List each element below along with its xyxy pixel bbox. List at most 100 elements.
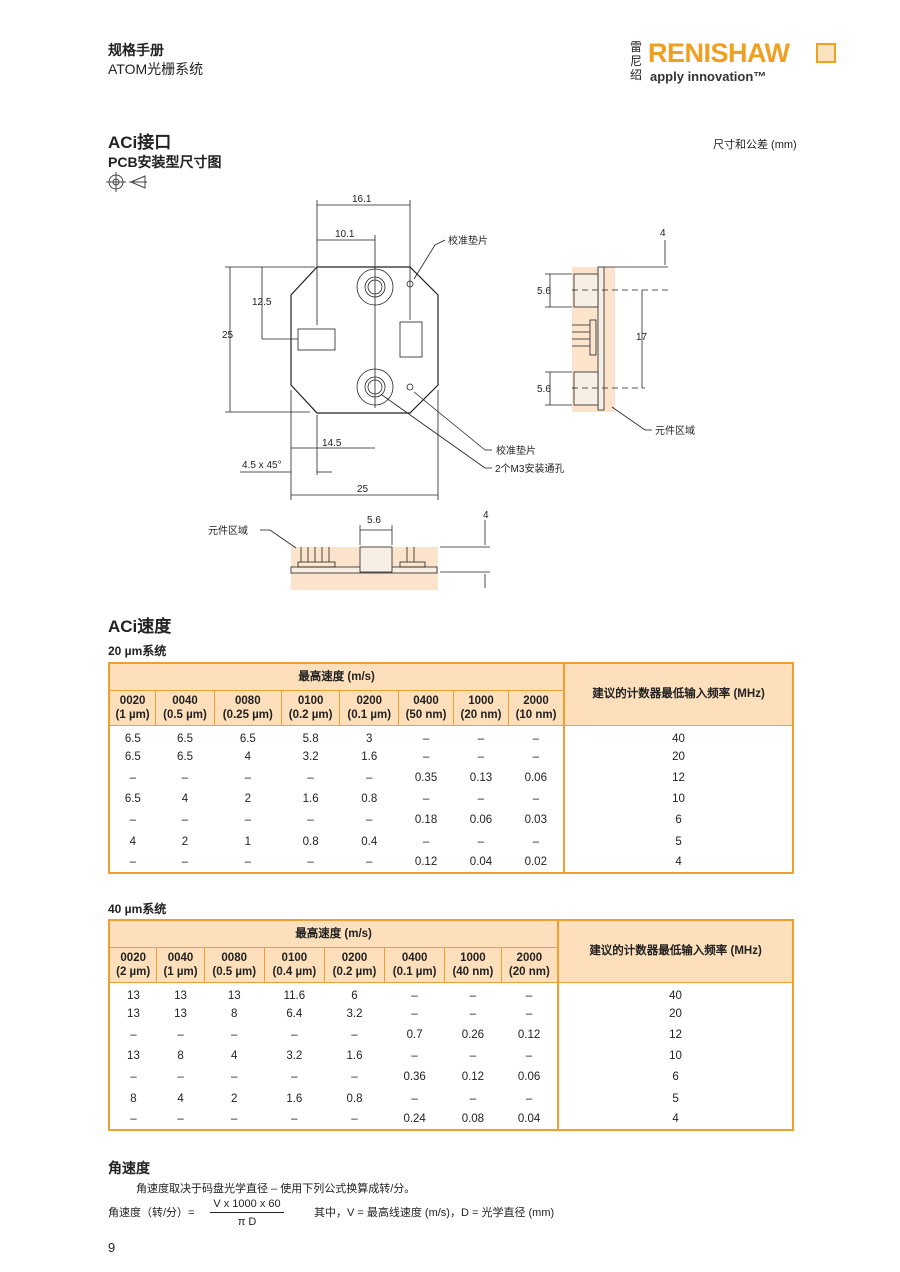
column-resolution: (40 nm) bbox=[452, 965, 494, 978]
column-resolution: (0.5 µm) bbox=[212, 965, 257, 978]
speed-cell: 2 bbox=[231, 1092, 238, 1105]
projection-symbol-icon bbox=[106, 172, 147, 192]
speed-cell: 1.6 bbox=[361, 750, 378, 763]
speed-cell: – bbox=[525, 1007, 533, 1020]
speed-cell: – bbox=[411, 1007, 418, 1020]
freq-cell: 6 bbox=[557, 1066, 793, 1088]
speed-cell: 6.5 bbox=[124, 793, 141, 806]
dim-16-1: 16.1 bbox=[352, 194, 372, 205]
column-code: 1000 bbox=[468, 694, 494, 707]
dim-14-5: 14.5 bbox=[322, 438, 342, 449]
speed-cell: – bbox=[366, 814, 373, 827]
speed-cell: – bbox=[177, 1028, 184, 1041]
speed-cell: 3.2 bbox=[302, 750, 319, 763]
speed-cell: – bbox=[181, 771, 189, 784]
freq-cell: 40 bbox=[557, 982, 793, 1004]
speed-cell: – bbox=[177, 1071, 184, 1084]
speed-cell: – bbox=[244, 814, 252, 827]
angular-speed-desc: 角速度取决于码盘光学直径 – 使用下列公式换算成转/分。 bbox=[136, 1183, 416, 1195]
speed-cell: 0.8 bbox=[361, 793, 378, 806]
speed-cell: 0.8 bbox=[302, 835, 319, 848]
renishaw-logo: 雷尼绍 RENISHAW apply innovation™ bbox=[630, 38, 840, 90]
speed-cell: – bbox=[525, 1050, 533, 1063]
column-resolution: (2 µm) bbox=[116, 965, 151, 978]
speed-cell: – bbox=[291, 1028, 298, 1041]
logo-cn: 雷尼绍 bbox=[630, 40, 643, 82]
column-resolution: (1 µm) bbox=[163, 965, 198, 978]
speed-cell: 0.26 bbox=[461, 1028, 485, 1041]
label-pad-bottom: 校准垫片 bbox=[496, 444, 536, 457]
freq-cell: 20 bbox=[557, 1003, 793, 1025]
speed-cell: – bbox=[130, 1071, 137, 1084]
speed-table-20um: 最高速度 (m/s)建议的计数器最低输入频率 (MHz)0020(1 µm)00… bbox=[108, 662, 794, 875]
group-header: 最高速度 (m/s) bbox=[108, 919, 559, 948]
freq-cell: 6 bbox=[563, 809, 793, 831]
group-header: 最高速度 (m/s) bbox=[108, 662, 565, 691]
speed-cell: – bbox=[181, 814, 189, 827]
speed-cell: 0.04 bbox=[517, 1113, 541, 1126]
speed-cell: – bbox=[532, 750, 539, 763]
speed-cell: 0.04 bbox=[469, 856, 493, 869]
column-resolution: (0.2 µm) bbox=[288, 708, 333, 721]
speed-cell: 1.6 bbox=[302, 793, 319, 806]
speed-cell: – bbox=[244, 771, 252, 784]
column-resolution: (0.4 µm) bbox=[272, 965, 317, 978]
speed-cell: – bbox=[469, 1007, 477, 1020]
speed-cell: 0.06 bbox=[524, 771, 547, 784]
speed-cell: 6.4 bbox=[286, 1007, 303, 1020]
speed-cell: 0.7 bbox=[406, 1028, 423, 1041]
speed-cell: 1 bbox=[244, 835, 252, 848]
pcb-outline bbox=[290, 266, 439, 414]
column-code: 2000 bbox=[523, 694, 549, 707]
speed-cell: 8 bbox=[177, 1050, 184, 1063]
column-header: 0100(0.2 µm) bbox=[280, 689, 341, 726]
page-number: 9 bbox=[108, 1240, 116, 1255]
speed-cell: – bbox=[477, 750, 485, 763]
column-header: 1000(40 nm) bbox=[444, 946, 502, 983]
column-resolution: (0.1 µm) bbox=[347, 708, 392, 721]
logo-brand: RENISHAW bbox=[648, 38, 790, 68]
label-m3-holes: 2个M3安装通孔 bbox=[495, 462, 564, 475]
angular-speed-title: 角速度 bbox=[108, 1160, 150, 1176]
speed-cell: 4 bbox=[177, 1092, 184, 1105]
freq-cell: 40 bbox=[563, 725, 793, 747]
dim-25-h: 25 bbox=[357, 484, 369, 495]
column-code: 0200 bbox=[356, 694, 383, 707]
speed-cell: – bbox=[477, 732, 485, 745]
column-header: 0400(0.1 µm) bbox=[384, 946, 446, 983]
speed-cell: 2 bbox=[181, 835, 189, 848]
units-note: 尺寸和公差 (mm) bbox=[713, 139, 797, 151]
speed-cell: – bbox=[422, 750, 430, 763]
column-code: 0020 bbox=[119, 694, 146, 707]
logo-mark-icon bbox=[816, 43, 836, 63]
column-code: 0400 bbox=[401, 951, 428, 964]
column-code: 0200 bbox=[341, 951, 368, 964]
speed-cell: 3.2 bbox=[286, 1050, 303, 1063]
speed-cell: 13 bbox=[127, 1050, 140, 1063]
column-header: 0040(1 µm) bbox=[156, 946, 205, 983]
speed-cell: 13 bbox=[127, 989, 140, 1002]
freq-cell: 10 bbox=[563, 788, 793, 810]
speed-cell: 0.02 bbox=[524, 856, 547, 869]
speed-cell: – bbox=[532, 732, 539, 745]
speed-cell: 0.03 bbox=[524, 814, 547, 827]
freq-cell: 5 bbox=[557, 1087, 793, 1110]
formula-lhs: 角速度（转/分）= bbox=[108, 1207, 195, 1219]
column-resolution: (10 nm) bbox=[515, 708, 557, 721]
column-header: 0200(0.1 µm) bbox=[339, 689, 400, 726]
system-40um-label: 40 µm系统 bbox=[108, 902, 167, 916]
speed-cell: 8 bbox=[231, 1007, 238, 1020]
column-resolution: (0.5 µm) bbox=[163, 708, 207, 721]
speed-cell: 5.8 bbox=[302, 732, 319, 745]
speed-cell: 6 bbox=[351, 989, 358, 1002]
formula-numerator: V x 1000 x 60 bbox=[210, 1198, 284, 1213]
section-subtitle-pcb: PCB安装型尺寸图 bbox=[108, 154, 222, 170]
speed-cell: 6.5 bbox=[124, 732, 141, 745]
